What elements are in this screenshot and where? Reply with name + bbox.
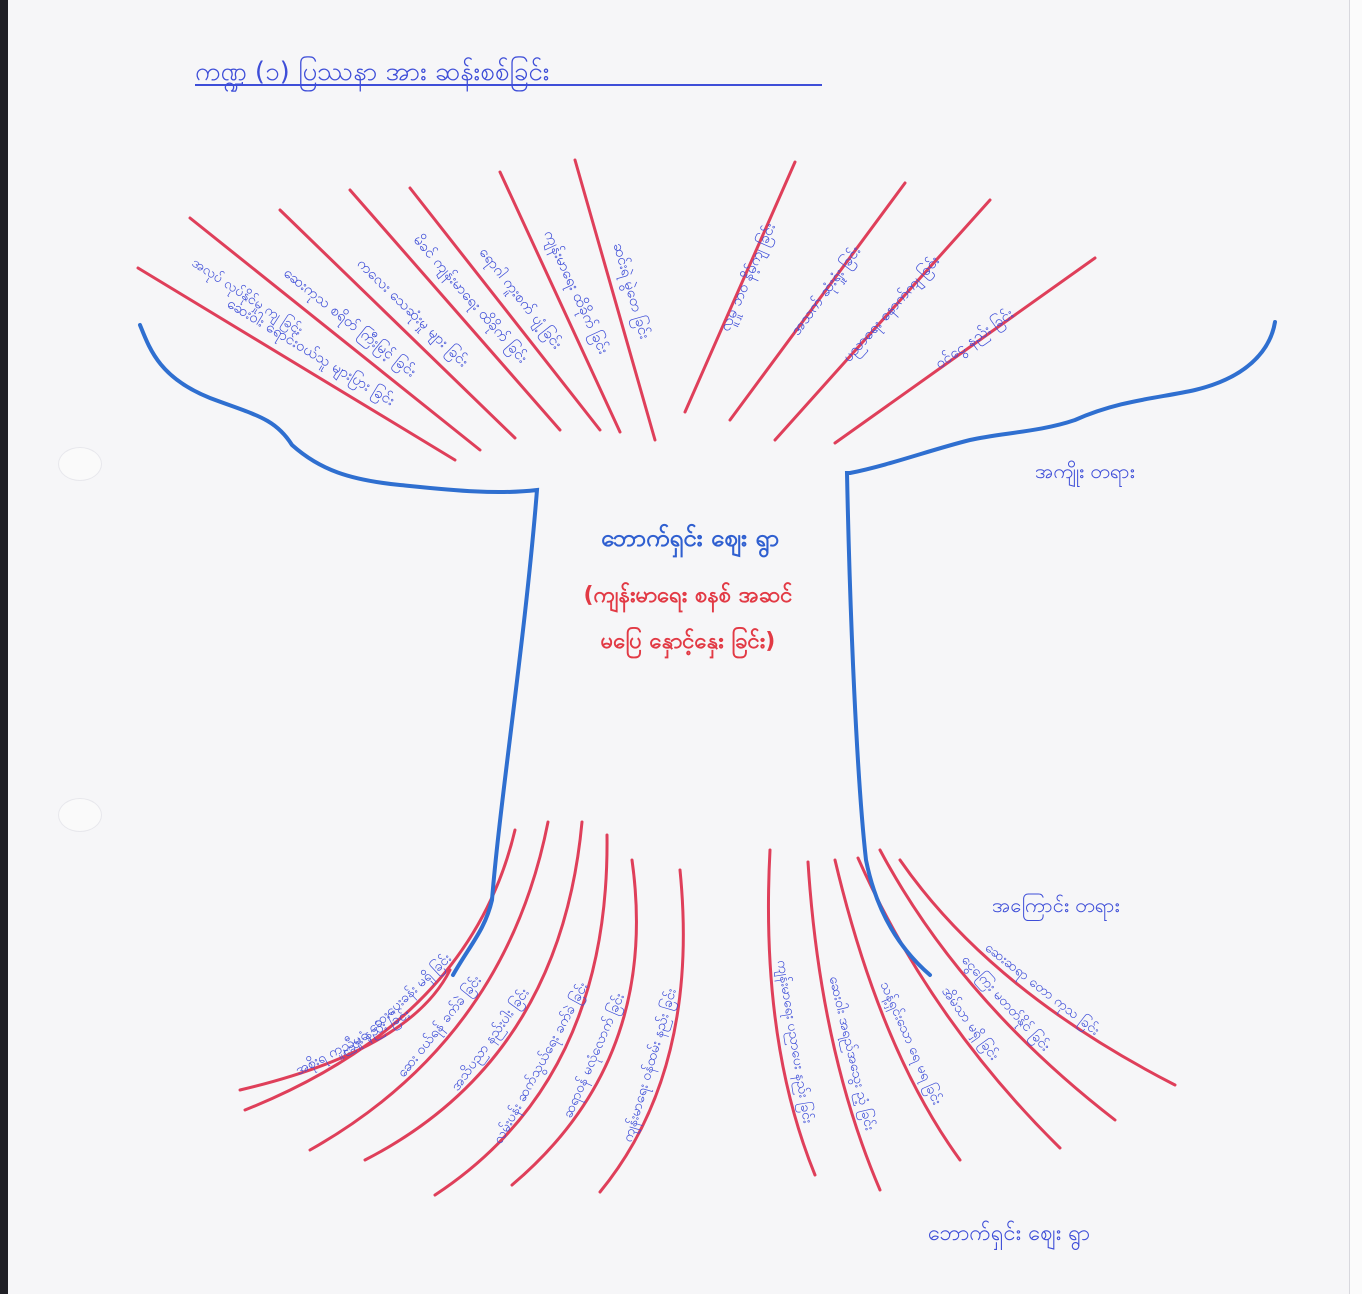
effect-branch-label: လူမှု ဘဝ နိမ့်ကျ ခြင်း <box>715 220 782 335</box>
effect-branch-label: အသက် ဆုံးရှုံး ခြင်း <box>786 242 867 341</box>
center-problem-line-1: (ကျန်းမာရေး စနစ် အဆင် <box>584 581 793 613</box>
cause-branch-line <box>433 833 609 1197</box>
cause-branch-label: ကျန်းမာရေး ဝန်ထမ်း နည်း ခြင်း <box>619 986 682 1144</box>
effect-branch-line <box>833 256 1097 445</box>
tree-outline-left <box>138 323 540 977</box>
effect-branch-line <box>773 198 992 442</box>
tree-outline-right <box>844 320 1277 977</box>
causes-label: အကြောင်း တရား <box>992 893 1120 921</box>
village-label: ဘောက်ရှင်း ဈေး ရွာ <box>928 1220 1090 1251</box>
cause-branch-line <box>898 858 1177 1087</box>
center-title: ဘောက်ရှင်း ဈေး ရွာ <box>601 523 779 558</box>
cause-branch-line <box>806 860 882 1192</box>
effect-branch-line <box>408 186 602 432</box>
effect-branch-line <box>683 160 797 414</box>
punch-hole-upper <box>58 447 102 481</box>
effect-branches: ဆေးဝါး ရောင်းဝယ်သူ များပြား ခြင်းဆေးကုသ … <box>136 158 1097 462</box>
center-problem-line-2: မပြေ နှောင့်နှေး ခြင်း) <box>601 626 776 659</box>
effect-branch-label: ဝင်ငွေ နည်း ခြင်း <box>931 304 1019 375</box>
effect-branch-label: ဆေးဝါး ရောင်းဝယ်သူ များပြား ခြင်း <box>223 293 399 412</box>
effect-branch-line <box>573 158 657 442</box>
cause-branch-line <box>243 828 517 1112</box>
cause-branch-line <box>766 848 817 1177</box>
cause-branch-line <box>308 820 550 1152</box>
effect-branch-line <box>498 170 622 434</box>
cause-branch-line <box>833 858 962 1162</box>
effect-branch-label: ပညာရေး နောက်ကျ ခြင်း <box>838 251 945 367</box>
effect-branch-line <box>728 181 907 422</box>
scan-left-edge <box>0 0 8 1294</box>
effect-branch-line <box>278 208 517 440</box>
cause-branch-line <box>510 858 638 1187</box>
effect-branch-line <box>188 216 482 452</box>
cause-branch-line <box>598 868 685 1194</box>
scan-right-edge <box>1349 0 1362 1294</box>
effects-label: အကျိုး တရား <box>1035 459 1135 487</box>
cause-branch-line <box>238 968 452 1092</box>
effect-branch-line <box>136 266 457 462</box>
cause-branches: ဆေးရုံ ဆေးပေးခန်း မရှိ ခြင်းဆေး ဝယ်ရန် ခ… <box>238 820 1177 1197</box>
cause-branch-line <box>878 848 1117 1122</box>
heading-text: ကဏ္ဍ (၁) ပြဿနာ အား ဆန်းစစ်ခြင်း <box>195 54 549 92</box>
punch-hole-lower <box>58 798 102 832</box>
effect-branch-line <box>348 188 562 432</box>
cause-branch-line <box>363 820 584 1162</box>
